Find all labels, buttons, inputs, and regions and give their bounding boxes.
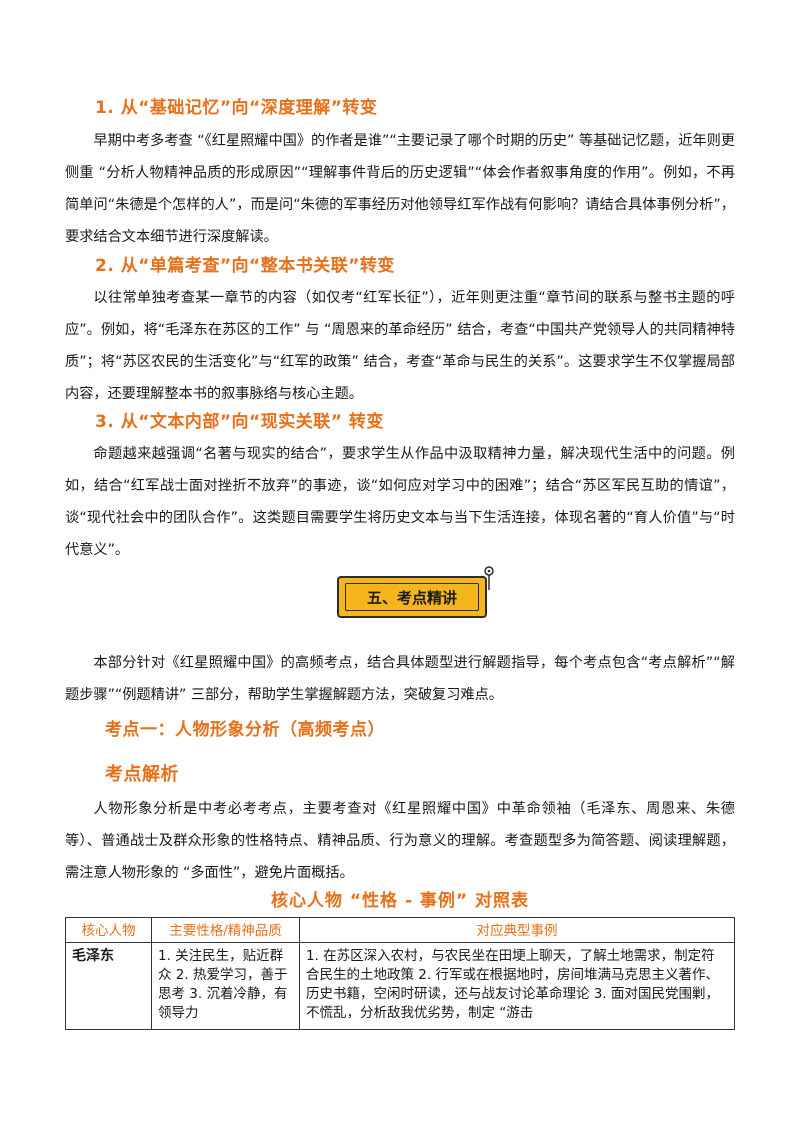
kaodian-1-paragraph: 人物形象分析是中考必考考点，主要考查对《红星照耀中国》中革命领袖（毛泽东、周恩来… (65, 801, 735, 881)
table-title: 核心人物 “性格 - 事例” 对照表 (270, 891, 530, 911)
kaodian-analysis-subtitle: 考点解析 (105, 764, 179, 785)
banner-inner-frame (345, 583, 479, 611)
character-examples: 1. 在苏区深入农村，与农民坐在田埂上聊天，了解土地需求，制定符合民生的土地政策… (299, 942, 735, 1030)
section-2-heading: 2. 从“单篇考查”向“整本书关联”转变 (95, 256, 395, 276)
banner-box: 五、考点精讲 (337, 576, 487, 618)
kaodian-1-title: 考点一：人物形象分析（高频考点） (105, 720, 385, 740)
header-character: 核心人物 (65, 917, 152, 943)
banner-label: 五、考点精讲 (366, 588, 457, 607)
character-traits: 1. 关注民生，贴近群众 2. 热爱学习，善于思考 3. 沉着冷静，有领导力 (151, 942, 300, 1030)
header-examples: 对应典型事例 (299, 917, 735, 943)
table-row: 毛泽东 1. 关注民生，贴近群众 2. 热爱学习，善于思考 3. 沉着冷静，有领… (65, 942, 735, 1030)
section-3-paragraph: 命题越来越强调“名著与现实的结合”，要求学生从作品中汲取精神力量，解决现代生活中… (65, 446, 735, 558)
section-banner: 五、考点精讲 (337, 566, 497, 622)
pin-decoration-icon (484, 566, 494, 590)
section-1-heading: 1. 从“基础记忆”向“深度理解”转变 (95, 98, 378, 118)
intro-paragraph: 本部分针对《红星照耀中国》的高频考点，结合具体题型进行解题指导，每个考点包含“考… (65, 655, 735, 703)
section-1-paragraph: 早期中考多考查 “《红星照耀中国》的作者是谁”“主要记录了哪个时期的历史” 等基… (65, 133, 735, 245)
character-comparison-table: 核心人物 主要性格/精神品质 对应典型事例 毛泽东 1. 关注民生，贴近群众 2… (65, 917, 735, 1030)
table-header-row: 核心人物 主要性格/精神品质 对应典型事例 (65, 917, 735, 943)
section-2-paragraph: 以往常单独考查某一章节的内容（如仅考“红军长征”），近年则更注重“章节间的联系与… (65, 290, 735, 402)
section-3-heading: 3. 从“文本内部”向“现实关联” 转变 (95, 412, 384, 432)
character-name: 毛泽东 (65, 942, 152, 1030)
header-traits: 主要性格/精神品质 (151, 917, 300, 943)
